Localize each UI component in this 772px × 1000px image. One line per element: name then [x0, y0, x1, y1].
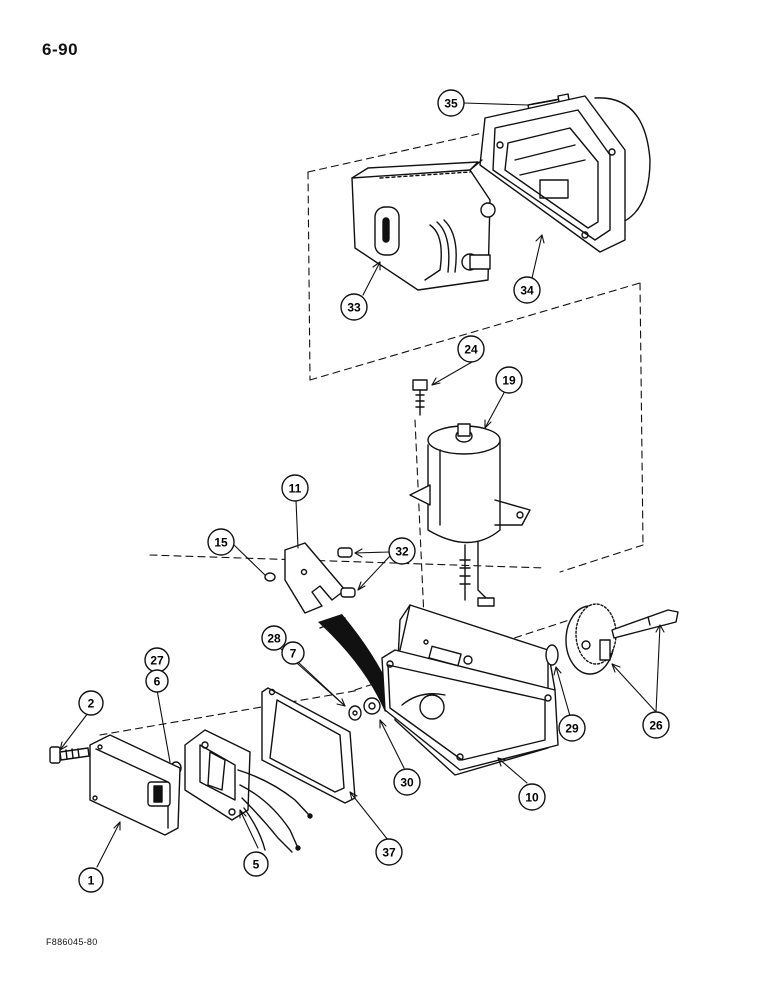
- callout-28: 28: [261, 625, 287, 651]
- callout-7-label: 7: [290, 647, 297, 661]
- callout-7: 7: [281, 641, 305, 665]
- callout-29-label: 29: [565, 722, 579, 736]
- gearbox-housing-10: [381, 604, 559, 776]
- bracket-11: [284, 542, 346, 614]
- nut-15: [264, 572, 276, 582]
- callout-33-label: 33: [347, 301, 361, 315]
- callout-11: 11: [281, 474, 309, 502]
- callout-2: 2: [78, 690, 104, 716]
- callout-27: 27: [144, 647, 170, 673]
- callout-5-label: 5: [253, 858, 260, 872]
- callout-1-label: 1: [88, 874, 95, 888]
- terminal-block-5: [184, 729, 313, 853]
- callout-33: 33: [340, 293, 368, 321]
- callout-24-label: 24: [464, 343, 478, 357]
- callout-19: 19: [495, 366, 523, 394]
- callout-35: 35: [437, 89, 465, 117]
- figure-code: F886045-80: [46, 937, 98, 947]
- cable-ribbon: [318, 614, 395, 712]
- washers-7-30: [348, 697, 381, 721]
- callout-6: 6: [145, 669, 169, 693]
- callout-28-label: 28: [267, 632, 281, 646]
- callout-19-label: 19: [502, 374, 516, 388]
- bolt-2: [49, 746, 90, 764]
- callout-1: 1: [78, 867, 104, 893]
- callout-30-label: 30: [400, 776, 414, 790]
- actuator-33: [351, 159, 496, 291]
- callout-34-label: 34: [520, 284, 534, 298]
- callout-15-label: 15: [214, 536, 228, 550]
- motor-19: [409, 423, 531, 607]
- cover-plate-1: [89, 734, 181, 836]
- callout-10-label: 10: [525, 791, 539, 805]
- callout-5: 5: [243, 851, 269, 877]
- callout-11-label: 11: [289, 482, 302, 496]
- callout-26: 26: [642, 711, 670, 739]
- housing-34: [479, 95, 651, 253]
- callout-15: 15: [207, 528, 235, 556]
- gear-26: [565, 603, 679, 675]
- callout-37: 37: [375, 838, 403, 866]
- callout-35-label: 35: [444, 97, 458, 111]
- callout-2-label: 2: [88, 697, 95, 711]
- callout-34: 34: [513, 276, 541, 304]
- leader-lines: [59, 102, 665, 868]
- callout-24: 24: [457, 335, 485, 363]
- callout-26-label: 26: [649, 719, 663, 733]
- page-number: 6-90: [42, 40, 79, 59]
- callouts: 35 34 33 24 19 11 15 32 28 7 27 6 2 29 2…: [78, 89, 670, 893]
- callout-32-label: 32: [395, 545, 409, 559]
- callout-32: 32: [388, 537, 416, 565]
- callout-10: 10: [518, 783, 546, 811]
- pins-32: [337, 547, 356, 598]
- callout-27-label: 27: [150, 654, 164, 668]
- callout-29: 29: [558, 714, 586, 742]
- callout-30: 30: [393, 768, 421, 796]
- callout-37-label: 37: [382, 846, 396, 860]
- callout-6-label: 6: [154, 675, 161, 689]
- washer-29: [545, 644, 559, 666]
- gasket-37: [261, 687, 356, 804]
- screw-24: [412, 379, 428, 416]
